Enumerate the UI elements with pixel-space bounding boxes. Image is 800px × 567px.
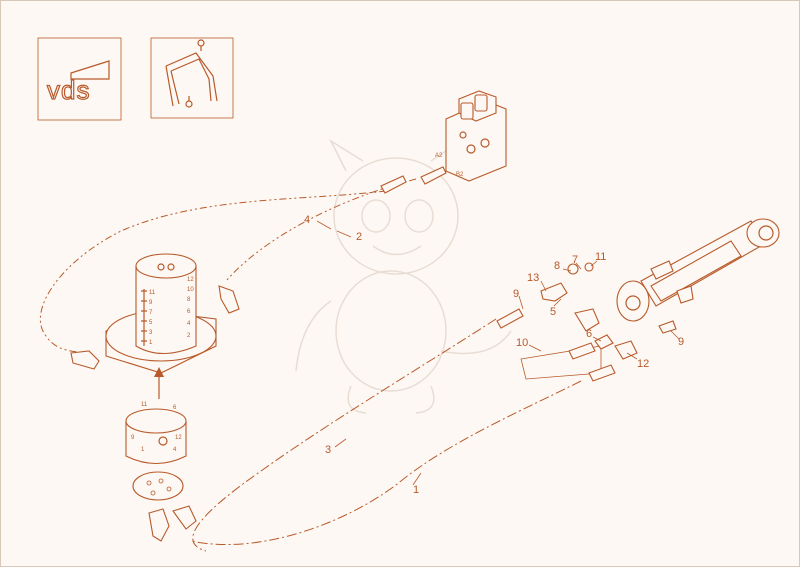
svg-text:11: 11 [141,402,148,408]
gasket-plate [132,471,184,501]
callout-3: 3 [325,444,331,456]
hose-3 [192,318,497,552]
svg-text:6: 6 [187,309,191,315]
callout-9-right: 9 [678,336,684,348]
hose-1 [190,380,582,545]
svg-text:7: 7 [149,310,153,316]
callout-5: 5 [550,306,556,318]
control-valve: A2 B2 [435,90,507,182]
svg-text:4: 4 [173,447,177,453]
svg-text:10: 10 [187,287,194,293]
swivel-left-port-numbers: 11 9 7 5 3 1 [149,290,156,346]
svg-text:4: 4 [187,321,191,327]
swivel-joint: 11 9 7 5 3 1 12 10 8 6 4 2 [105,253,217,374]
svg-text:1: 1 [141,447,145,453]
svg-text:11: 11 [149,290,156,296]
callout-9-left: 9 [513,288,519,300]
svg-text:8: 8 [187,297,191,303]
vds-logo: vds [37,37,122,121]
hydraulic-cylinder [616,218,780,322]
hose-lines [40,178,602,552]
lower-fittings [148,505,197,542]
svg-text:B2: B2 [456,172,464,178]
callout-2: 2 [356,231,362,243]
callout-10: 10 [516,337,528,349]
leader-lines [316,220,680,486]
svg-text:6: 6 [173,405,177,411]
callout-13: 13 [527,272,539,284]
svg-text:5: 5 [149,320,153,326]
swivel-rotor: 11 6 9 12 1 4 [125,402,187,464]
svg-text:2: 2 [187,333,191,339]
hose-4 [40,190,387,354]
valve-hose-fittings [380,166,447,194]
excavator-arm-thumbnail [150,37,234,119]
svg-text:12: 12 [175,435,182,441]
svg-text:12: 12 [187,277,194,283]
callout-12: 12 [637,358,649,370]
logo-text: vds [47,75,90,105]
svg-text:3: 3 [149,330,153,336]
svg-text:9: 9 [131,435,135,441]
swivel-right-port-numbers: 12 10 8 6 4 2 [187,277,194,339]
callout-1: 1 [413,484,419,496]
hose-2 [225,178,417,282]
callout-4: 4 [304,214,310,226]
assembly-arrow [154,367,164,399]
callout-7: 7 [572,254,578,266]
callout-numbers: 1 2 3 4 5 6 7 8 9 9 10 11 12 13 [304,214,684,496]
callout-6: 6 [586,328,592,340]
svg-text:1: 1 [149,340,153,346]
swivel-fittings [70,285,240,370]
svg-text:9: 9 [149,300,153,306]
cylinder-fittings [496,262,677,382]
watermark-mascot [295,138,512,414]
svg-text:A2: A2 [435,153,443,159]
callout-11: 11 [595,251,606,263]
callout-8: 8 [554,260,560,272]
